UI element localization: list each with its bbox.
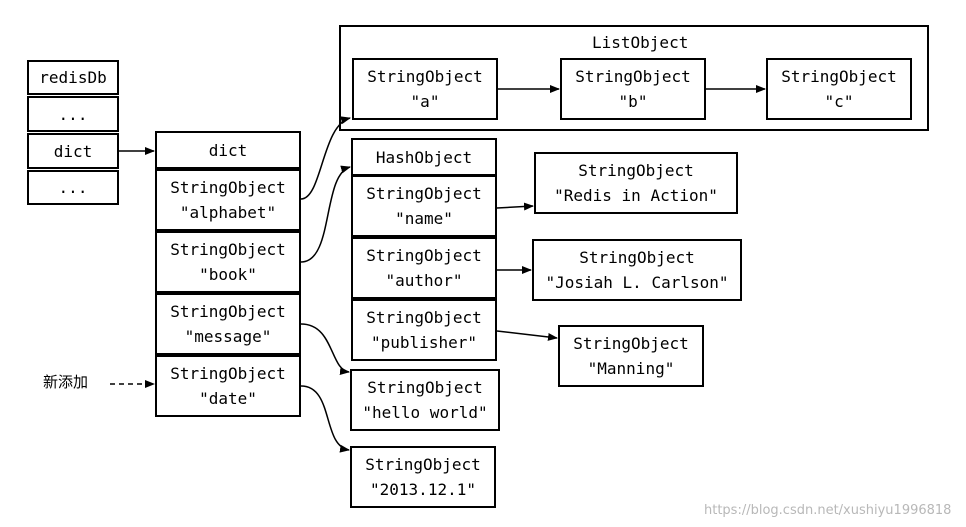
entry-key: "alphabet" bbox=[179, 203, 277, 222]
hash-title-text: HashObject bbox=[375, 147, 473, 167]
value-type: StringObject bbox=[573, 334, 689, 353]
redisdb-title-text: redisDb bbox=[39, 68, 107, 87]
value-text: "hello world" bbox=[362, 403, 488, 422]
list-object-frame bbox=[339, 25, 929, 131]
value-text: "Manning" bbox=[587, 359, 675, 378]
hash-field-publisher: StringObject "publisher" bbox=[351, 299, 497, 361]
hash-value-redis-in-action: StringObject "Redis in Action" bbox=[534, 152, 738, 214]
hash-field-name: StringObject "name" bbox=[351, 175, 497, 237]
arrow-message-hello-world bbox=[300, 323, 350, 376]
hash-value-manning: StringObject "Manning" bbox=[558, 325, 704, 387]
entry-key: "date" bbox=[199, 389, 257, 408]
item-value: "c" bbox=[824, 92, 854, 111]
dict-title: dict bbox=[155, 131, 301, 169]
list-item-a: StringObject "a" bbox=[352, 58, 498, 120]
date-value: StringObject "2013.12.1" bbox=[350, 446, 496, 508]
item-type: StringObject bbox=[781, 67, 897, 86]
field-key: "author" bbox=[385, 271, 463, 290]
value-type: StringObject bbox=[365, 455, 481, 474]
list-item-b: StringObject "b" bbox=[560, 58, 706, 120]
entry-type: StringObject bbox=[170, 364, 286, 383]
entry-key: "message" bbox=[184, 327, 272, 346]
hash-value-josiah-carlson: StringObject "Josiah L. Carlson" bbox=[532, 239, 742, 301]
field-type: StringObject bbox=[366, 246, 482, 265]
field-type: StringObject bbox=[366, 308, 482, 327]
redisdb-row-ellipsis-2: ... bbox=[27, 170, 119, 205]
value-type: StringObject bbox=[579, 248, 695, 267]
dict-entry-message: StringObject "message" bbox=[155, 293, 301, 355]
message-value-hello-world: StringObject "hello world" bbox=[350, 369, 500, 431]
value-text: "Redis in Action" bbox=[554, 186, 718, 205]
value-type: StringObject bbox=[578, 161, 694, 180]
list-object-title: ListObject bbox=[592, 33, 689, 52]
redisdb-row-ellipsis-1: ... bbox=[27, 96, 119, 132]
arrow-book-hashobject bbox=[300, 165, 351, 263]
hash-field-author: StringObject "author" bbox=[351, 237, 497, 299]
watermark: https://blog.csdn.net/xushiyu1996818 bbox=[704, 503, 952, 518]
arrow-publisher-value bbox=[496, 330, 558, 341]
hash-object-title: HashObject bbox=[351, 138, 497, 176]
dict-entry-date: StringObject "date" bbox=[155, 355, 301, 417]
dict-title-text: dict bbox=[208, 140, 248, 160]
dict-entry-book: StringObject "book" bbox=[155, 231, 301, 293]
value-type: StringObject bbox=[367, 378, 483, 397]
list-item-c: StringObject "c" bbox=[766, 58, 912, 120]
field-type: StringObject bbox=[366, 184, 482, 203]
arrow-date-value bbox=[300, 385, 350, 453]
item-type: StringObject bbox=[367, 67, 483, 86]
dict-entry-alphabet: StringObject "alphabet" bbox=[155, 169, 301, 231]
entry-type: StringObject bbox=[170, 178, 286, 197]
item-type: StringObject bbox=[575, 67, 691, 86]
entry-type: StringObject bbox=[170, 302, 286, 321]
entry-type: StringObject bbox=[170, 240, 286, 259]
redisdb-title: redisDb bbox=[27, 60, 119, 95]
redisdb-row-text: dict bbox=[53, 141, 93, 161]
arrow-name-value bbox=[496, 202, 534, 211]
field-key: "publisher" bbox=[371, 333, 477, 352]
value-text: "2013.12.1" bbox=[370, 480, 476, 499]
redisdb-row-dict: dict bbox=[27, 133, 119, 169]
entry-key: "book" bbox=[199, 265, 257, 284]
field-key: "name" bbox=[395, 209, 453, 228]
new-added-label: 新添加 bbox=[43, 373, 89, 391]
item-value: "a" bbox=[410, 92, 440, 111]
item-value: "b" bbox=[618, 92, 648, 111]
redisdb-row-text: ... bbox=[58, 104, 88, 124]
redisdb-row-text: ... bbox=[58, 178, 88, 197]
value-text: "Josiah L. Carlson" bbox=[545, 273, 729, 292]
